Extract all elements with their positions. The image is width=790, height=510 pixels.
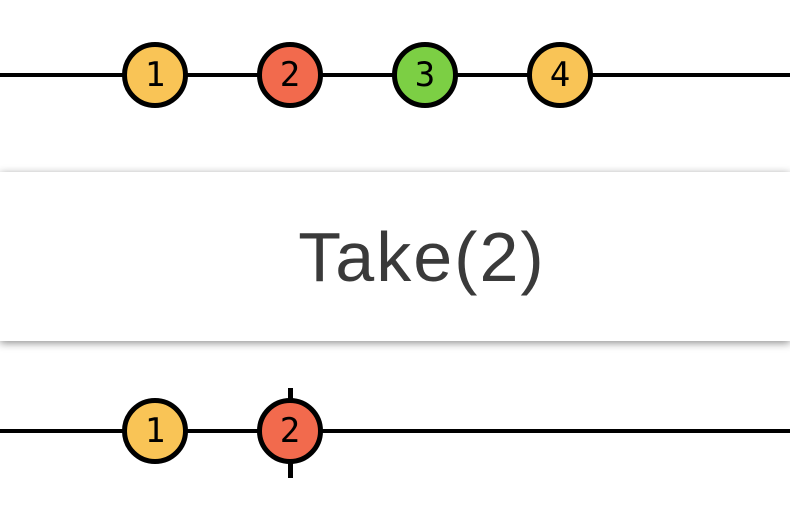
source-marble-4-label: 4: [549, 55, 571, 95]
source-marble-3-label: 3: [414, 55, 436, 95]
operator-label: Take(2): [298, 217, 546, 296]
output-marble-1: 1: [122, 398, 188, 464]
source-marble-1[interactable]: 1: [122, 42, 188, 108]
source-marble-1-label: 1: [144, 55, 166, 95]
output-marble-1-label: 1: [144, 411, 166, 451]
output-marble-2-label: 2: [279, 411, 301, 451]
source-marble-2[interactable]: 2: [257, 42, 323, 108]
source-marble-3[interactable]: 3: [392, 42, 458, 108]
output-marble-2: 2: [257, 398, 323, 464]
source-marble-2-label: 2: [279, 55, 301, 95]
source-marble-4[interactable]: 4: [527, 42, 593, 108]
operator-box: Take(2): [0, 172, 790, 341]
output-timeline-line: [0, 429, 790, 433]
